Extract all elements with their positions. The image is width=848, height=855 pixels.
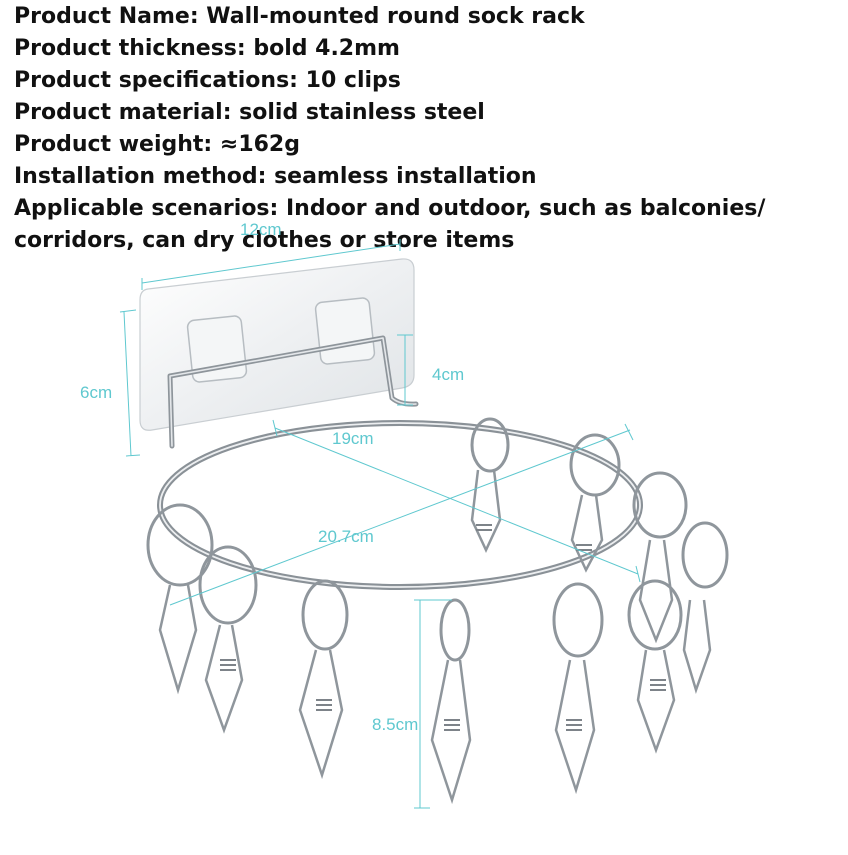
spec-scenarios-continued: corridors, can dry clothes or store item…: [14, 228, 515, 253]
right-hook-mount: [314, 297, 376, 365]
clips: [146, 417, 729, 805]
ring-width-label: 20.7cm: [318, 527, 374, 546]
spec-thickness: Product thickness: bold 4.2mm: [14, 36, 400, 61]
round-ring: [157, 420, 643, 590]
steel-frame: [157, 335, 643, 590]
spec-material: Product material: solid stainless steel: [14, 100, 485, 125]
plate-height-label: 6cm: [80, 383, 112, 402]
spec-weight: Product weight: ≈162g: [14, 132, 300, 157]
spec-scenarios: Applicable scenarios: Indoor and outdoor…: [14, 196, 766, 221]
clip-length-label: 8.5cm: [372, 715, 418, 734]
spec-specifications: Product specifications: 10 clips: [14, 68, 401, 93]
dimension-lines: [119, 239, 641, 809]
spec-list: Product Name: Wall-mounted round sock ra…: [14, 1, 844, 257]
wall-plate: [139, 258, 415, 431]
spec-installation: Installation method: seamless installati…: [14, 164, 537, 189]
arm-drop-label: 4cm: [432, 365, 464, 384]
spec-product-name: Product Name: Wall-mounted round sock ra…: [14, 4, 585, 29]
plate-width-label: 12cm: [240, 220, 282, 239]
ring-depth-label: 19cm: [332, 429, 374, 448]
